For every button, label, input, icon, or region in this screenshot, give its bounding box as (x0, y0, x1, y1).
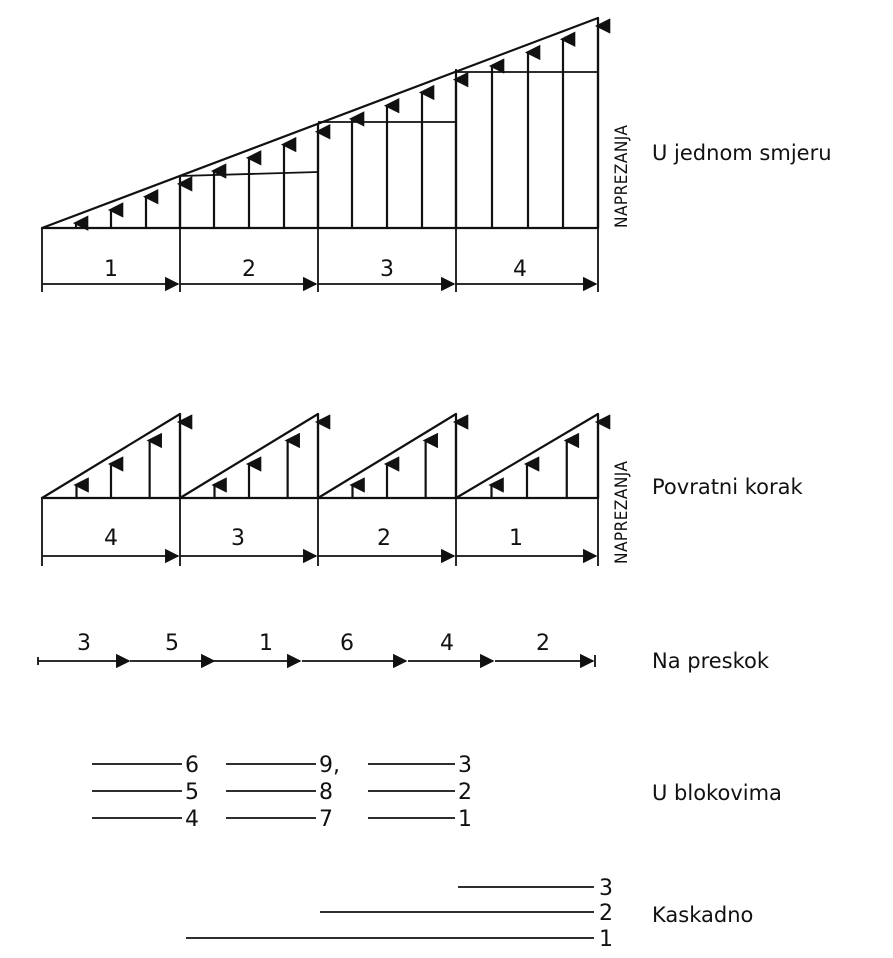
segment-label-4: 4 (513, 257, 527, 282)
stress-sawtooth (40, 412, 600, 500)
stress-steps (178, 68, 598, 230)
segment-axis (41, 498, 599, 566)
block-label-2: 2 (458, 780, 472, 805)
segment-label-2: 2 (377, 526, 391, 551)
cascade-label-1: 1 (599, 927, 613, 952)
sawtooth-slope (40, 412, 182, 500)
segment-axis (41, 228, 599, 292)
diagram-one-direction: 1 2 3 4 NAPREZANJA U jednom smjeru (40, 16, 832, 292)
diagram-cascade: 3 2 1 Kaskadno (186, 876, 753, 952)
stress-triangle (40, 16, 600, 230)
block-label-8: 8 (319, 780, 333, 805)
cascade-label-2: 2 (599, 901, 613, 926)
block-label-5: 5 (185, 780, 199, 805)
block-label-1: 1 (458, 807, 472, 832)
block-label-6: 6 (185, 753, 199, 778)
method-label-skip: Na preskok (652, 649, 770, 673)
block-label-3: 3 (458, 753, 472, 778)
skip-label-5: 5 (165, 631, 179, 656)
stress-axis-label: NAPREZANJA (612, 125, 632, 228)
sawtooth-slope (178, 412, 320, 500)
sawtooth-slope (454, 412, 600, 500)
skip-label-4: 4 (440, 631, 454, 656)
block-label-7: 7 (319, 807, 333, 832)
skip-label-3: 3 (77, 631, 91, 656)
segment-label-1: 1 (104, 257, 118, 282)
stress-axis-label: NAPREZANJA (612, 461, 632, 564)
method-label-blocks: U blokovima (652, 781, 782, 805)
method-label-backstep: Povratni korak (652, 475, 804, 499)
sawtooth-slope (316, 412, 458, 500)
block-label-4: 4 (185, 807, 199, 832)
method-label-one-direction: U jednom smjeru (652, 141, 832, 165)
segment-label-2: 2 (242, 257, 256, 282)
segment-label-4: 4 (104, 526, 118, 551)
method-label-cascade: Kaskadno (652, 903, 753, 927)
diagram-blocks: 6 5 4 9, 8 7 3 2 1 U blokovima (92, 753, 782, 832)
segment-label-3: 3 (231, 526, 245, 551)
cascade-label-3: 3 (599, 876, 613, 901)
stress-arrows (73, 414, 611, 500)
block-label-9: 9, (319, 753, 340, 778)
skip-label-2: 2 (536, 631, 550, 656)
stress-arrows (72, 18, 611, 231)
skip-axis (37, 653, 596, 669)
skip-label-1: 1 (259, 631, 273, 656)
diagram-skip: 3 5 1 6 4 2 Na preskok (37, 631, 770, 673)
segment-label-3: 3 (380, 257, 394, 282)
diagram-backstep: 4 3 2 1 NAPREZANJA Povratni korak (40, 412, 804, 566)
segment-label-1: 1 (509, 526, 523, 551)
skip-label-6: 6 (340, 631, 354, 656)
